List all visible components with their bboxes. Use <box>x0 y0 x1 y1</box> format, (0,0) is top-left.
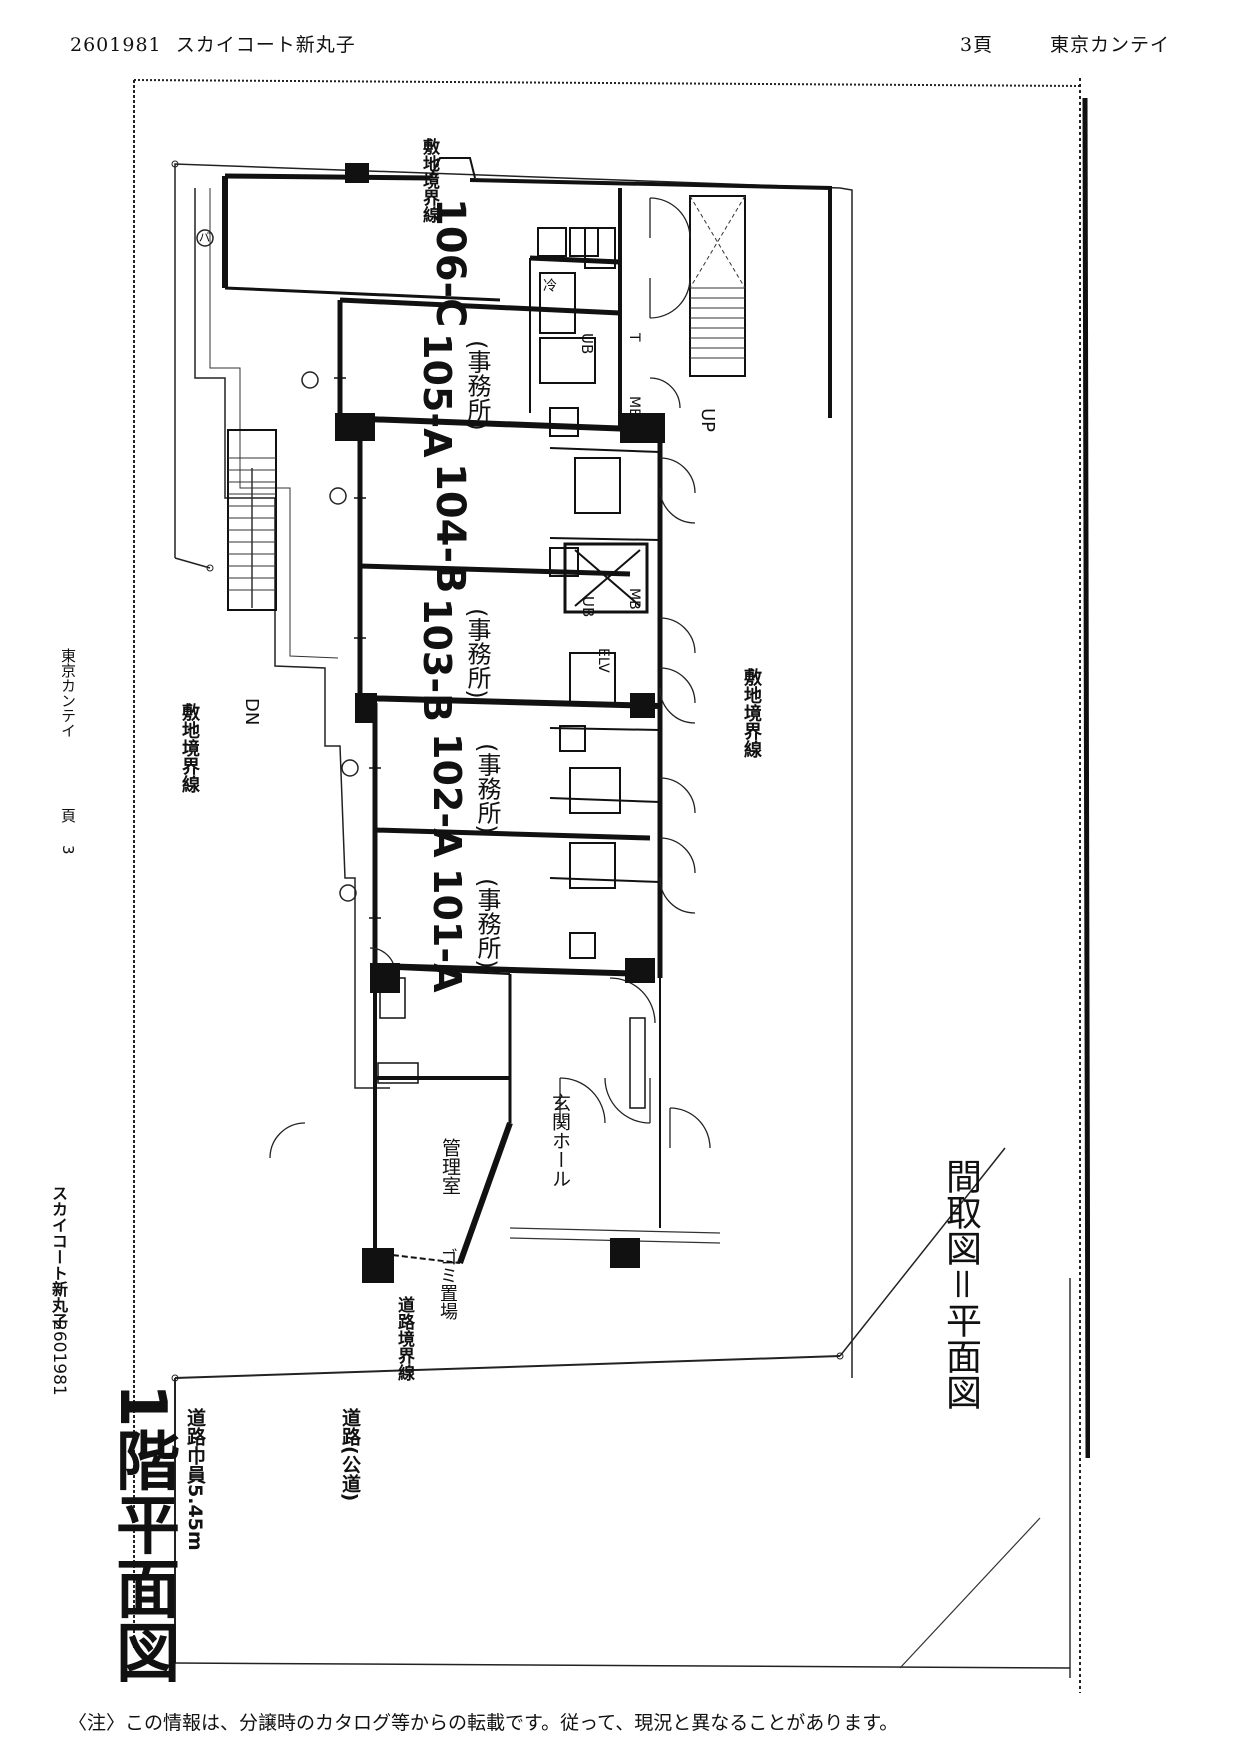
t-symbol: T <box>626 333 642 342</box>
road-boundary-label: 道路境界線 <box>394 1296 414 1381</box>
garbage-area-label: ゴミ置場 <box>437 1248 458 1320</box>
mb-symbol-2: MB <box>626 588 642 610</box>
disclaimer-note: 〈注〉この情報は、分譲時のカタログ等からの転載です。従って、現況と異なることがあ… <box>68 1712 899 1734</box>
side-company: 東京カンテイ <box>59 648 77 738</box>
room-106c-label: 106-C <box>427 198 473 328</box>
header-company: 東京カンテイ <box>1050 34 1171 56</box>
room-102a-label: 102-A <box>425 733 469 858</box>
stair-up-label: UP <box>697 408 718 433</box>
site-boundary-label-top: 敷地境界線 <box>419 138 439 223</box>
room-105a-use: (事務所) <box>463 340 491 431</box>
room-105a-label: 105-A <box>415 333 459 458</box>
plan-type-title: 間取図＝平面図 <box>940 1158 981 1411</box>
header-page: 3頁 <box>960 34 994 56</box>
room-103b-use: (事務所) <box>463 608 491 699</box>
site-boundary-label-right: 敷地境界線 <box>741 668 762 758</box>
side-property: スカイコート新丸子 <box>49 1185 68 1329</box>
road-label: 道路(公道) <box>339 1408 361 1502</box>
ub-symbol: UB <box>578 333 596 355</box>
room-101a-label: 101-A <box>425 868 469 993</box>
stair-dn-label: DN <box>241 698 262 726</box>
side-page-char: 頁 <box>59 808 77 823</box>
property-name: スカイコート新丸子 <box>175 34 356 56</box>
elevator-label: ELV <box>595 648 611 673</box>
doc-id: 2601981 <box>70 34 162 56</box>
mb-symbol: MB <box>626 396 642 418</box>
room-104b-label: 104-B <box>427 463 473 594</box>
side-doc-id: 2601981 <box>49 1320 69 1396</box>
ub-symbol-2: UB <box>579 596 597 618</box>
floor-plan-sheet: 106-C 105-A (事務所) 104-B 103-B (事務所) 102-… <box>105 78 1090 1698</box>
fridge-symbol: 冷 <box>541 278 557 292</box>
room-102a-use: (事務所) <box>473 743 501 834</box>
floor-plan-title: 1階平面図 <box>105 1383 179 1684</box>
manager-room-label: 管理室 <box>439 1138 461 1195</box>
entrance-hall-label: 玄関ホール <box>549 1093 571 1188</box>
room-103b-label: 103-B <box>415 598 459 723</box>
site-boundary-label-left: 敷地境界線 <box>179 703 200 793</box>
road-width-label: 道路巾員5.45m <box>184 1408 206 1551</box>
floor-plan-drawing <box>133 78 1090 1693</box>
balcony-symbol: バ <box>197 231 211 243</box>
header-doc-id: 2601981 スカイコート新丸子 <box>70 30 356 57</box>
room-101a-use: (事務所) <box>473 878 501 969</box>
side-page-num: 3 <box>59 845 77 855</box>
